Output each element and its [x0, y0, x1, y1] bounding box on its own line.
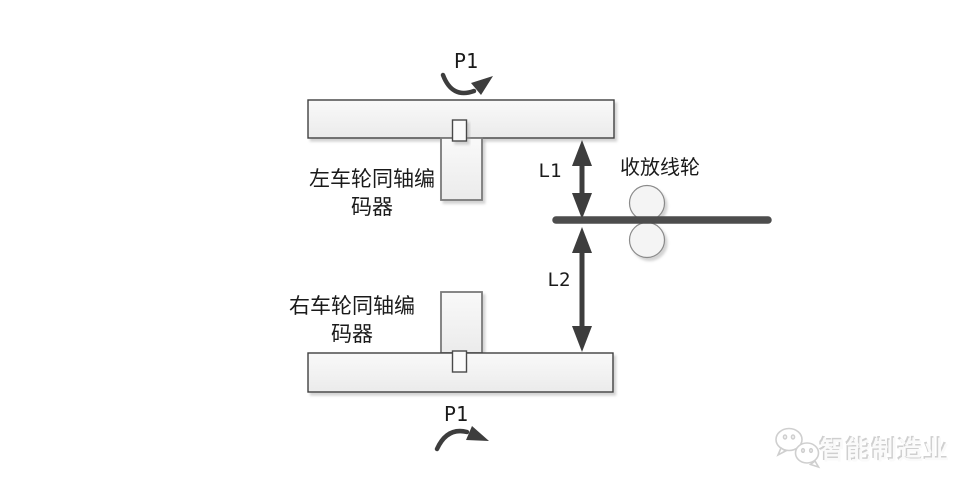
- top-rotation-label: P1: [453, 49, 479, 73]
- bottom-rotation-arrow-icon: [434, 426, 489, 452]
- wechat-icon: [775, 427, 821, 469]
- l2-dimension-arrow: [572, 227, 592, 352]
- top-encoder-shaft: [451, 119, 468, 142]
- left-encoder-label: 左车轮同轴编 码器: [282, 165, 462, 221]
- left-encoder-label-line1: 左车轮同轴编: [309, 167, 435, 191]
- watermark-text: 智能制造业: [820, 436, 951, 465]
- top-rotation-arrow-icon: [440, 72, 493, 96]
- right-encoder-label-line1: 右车轮同轴编: [289, 294, 415, 318]
- l2-dimension-label: L2: [547, 269, 571, 291]
- l1-dimension-label: L1: [538, 160, 562, 182]
- reel-label: 收放线轮: [620, 155, 700, 179]
- bottom-rotation-label: P1: [443, 402, 469, 426]
- right-encoder-label-line2: 码器: [331, 322, 373, 346]
- left-encoder-label-line2: 码器: [351, 195, 393, 219]
- right-encoder-label: 右车轮同轴编 码器: [262, 292, 442, 348]
- reel-lower-roller: [628, 221, 666, 259]
- bottom-encoder-shaft: [451, 350, 468, 373]
- top-encoder-body: [440, 137, 483, 201]
- bottom-encoder-body: [440, 291, 483, 354]
- l1-dimension-arrow: [572, 140, 592, 219]
- reel-upper-roller: [628, 184, 666, 222]
